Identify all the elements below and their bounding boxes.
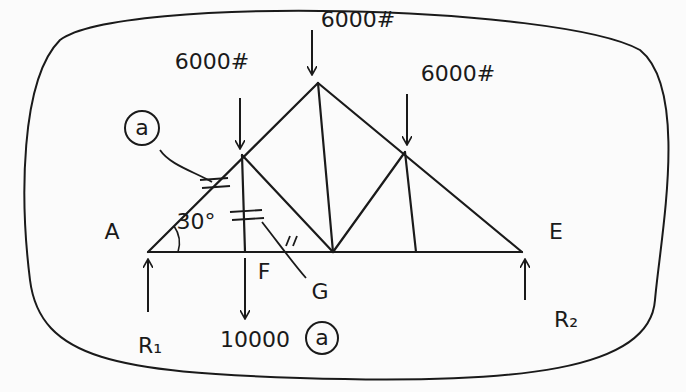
sketch-border <box>24 11 668 380</box>
reaction-label: R₁ <box>138 335 162 357</box>
load-value: 6000# <box>175 51 249 73</box>
joint-label: E <box>549 221 563 243</box>
joint-label: A <box>104 221 119 243</box>
truss-members <box>148 83 522 252</box>
load-value: 10000 <box>220 329 290 351</box>
angle-label: 30° <box>177 211 216 233</box>
callout-circle <box>306 322 338 354</box>
reaction-label: R₂ <box>554 309 578 331</box>
joint-label: G <box>311 281 328 303</box>
load-arrows <box>148 30 525 318</box>
load-value: 6000# <box>421 63 495 85</box>
load-value: 6000# <box>321 9 395 31</box>
joint-label: F <box>258 261 271 283</box>
section-cut-marks <box>160 150 306 278</box>
callout-circle <box>125 111 159 145</box>
callout-letter: a <box>135 117 148 139</box>
callout-letter: a <box>315 327 328 349</box>
